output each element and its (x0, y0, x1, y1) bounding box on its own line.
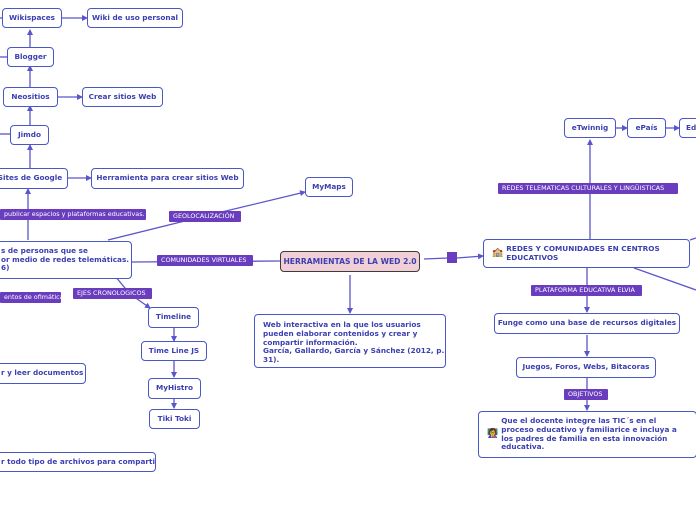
central-topic[interactable]: HERRAMIENTAS DE LA WED 2.0 (280, 251, 420, 272)
node-wiki-personal[interactable]: Wiki de uso personal (87, 8, 183, 28)
node-tiki-toki[interactable]: Tiki Toki (149, 409, 200, 429)
school-icon: 🏫 (492, 248, 504, 259)
node-leer-documentos[interactable]: r y leer documentos (0, 363, 86, 384)
branch-handle[interactable] (447, 252, 457, 263)
redes-text-line2: or medio de redes telemáticas. (1, 254, 130, 264)
definition-line5: 31). (263, 355, 280, 364)
redes-text-line1: s de personas que se (1, 245, 88, 255)
redes-comunidades-line1: REDES Y COMUNIDADES EN CENTROS (506, 243, 660, 253)
label-publicar-espacios[interactable]: publicar espacios y plataformas educativ… (0, 209, 146, 220)
node-wikispaces[interactable]: Wikispaces (2, 8, 62, 28)
node-blogger[interactable]: Blogger (7, 47, 54, 67)
objetivo-line4: educativa. (501, 442, 545, 452)
node-sites-google[interactable]: Sites de Google (0, 168, 68, 189)
node-redes-personas[interactable]: s de personas que se or medio de redes t… (0, 241, 132, 279)
label-comunidades-virtuales[interactable]: COMUNIDADES VIRTUALES (157, 255, 253, 266)
definition-line4: García, Gallardo, García y Sánchez (2012… (263, 346, 445, 356)
label-ofimatica[interactable]: entos de ofimática (0, 292, 61, 303)
node-ed-cut[interactable]: Ed (679, 118, 696, 138)
label-objetivos[interactable]: OBJETIVOS (564, 389, 608, 400)
redes-text-line3: 6) (1, 263, 10, 273)
node-jimdo[interactable]: Jimdo (10, 125, 49, 145)
node-myhistro[interactable]: MyHistro (148, 378, 201, 399)
node-timeline-js[interactable]: Time Line JS (141, 341, 207, 361)
definition-line1: Web interactiva en la que los usuarios (263, 320, 421, 329)
node-archivos[interactable]: r todo tipo de archivos para compartir (0, 452, 156, 472)
node-juegos[interactable]: Juegos, Foros, Webs, Bitacoras (516, 357, 656, 378)
definition-line3: compartir información. (263, 337, 358, 347)
node-crear-sitios[interactable]: Crear sitios Web (82, 87, 163, 107)
node-etwinnig[interactable]: eTwinnig (564, 118, 616, 138)
node-herramienta-sitios[interactable]: Herramienta para crear sitios Web (91, 168, 244, 189)
label-redes-telematicas[interactable]: REDES TELEMATICAS CULTURALES Y LINGÜISTI… (498, 183, 678, 194)
node-definition[interactable]: Web interactiva en la que los usuarios p… (254, 314, 446, 368)
node-epais[interactable]: ePaís (627, 118, 666, 138)
redes-comunidades-line2: EDUCATIVOS (506, 252, 559, 262)
node-objetivo[interactable]: 👩‍🏫 Que el docente integre las TIC´s en … (478, 411, 696, 458)
objetivo-line3: los padres de familia en esta innovación (501, 433, 668, 443)
label-plataforma-elvia[interactable]: PLATAFORMA EDUCATIVA ELVIA (531, 285, 642, 296)
objetivo-line2: proceso educativo y familiarice e incluy… (501, 424, 677, 434)
node-mymaps[interactable]: MyMaps (305, 177, 353, 197)
teachers-icon: 👩‍🏫 (487, 429, 499, 440)
node-neositios[interactable]: Neositios (3, 87, 58, 107)
node-funge[interactable]: Funge como una base de recursos digitale… (494, 313, 680, 334)
label-ejes-cronologicos[interactable]: EJES CRONOLOGICOS (73, 288, 152, 299)
node-timeline[interactable]: Timeline (148, 307, 199, 328)
label-geolocalizacion[interactable]: GEOLOCALIZACIÓN (169, 211, 241, 222)
definition-line2: pueden elaborar contenidos y crear y (263, 328, 418, 338)
objetivo-line1: Que el docente integre las TIC´s en el (501, 416, 657, 425)
node-redes-comunidades[interactable]: 🏫 REDES Y COMUNIDADES EN CENTROS EDUCATI… (483, 239, 690, 268)
